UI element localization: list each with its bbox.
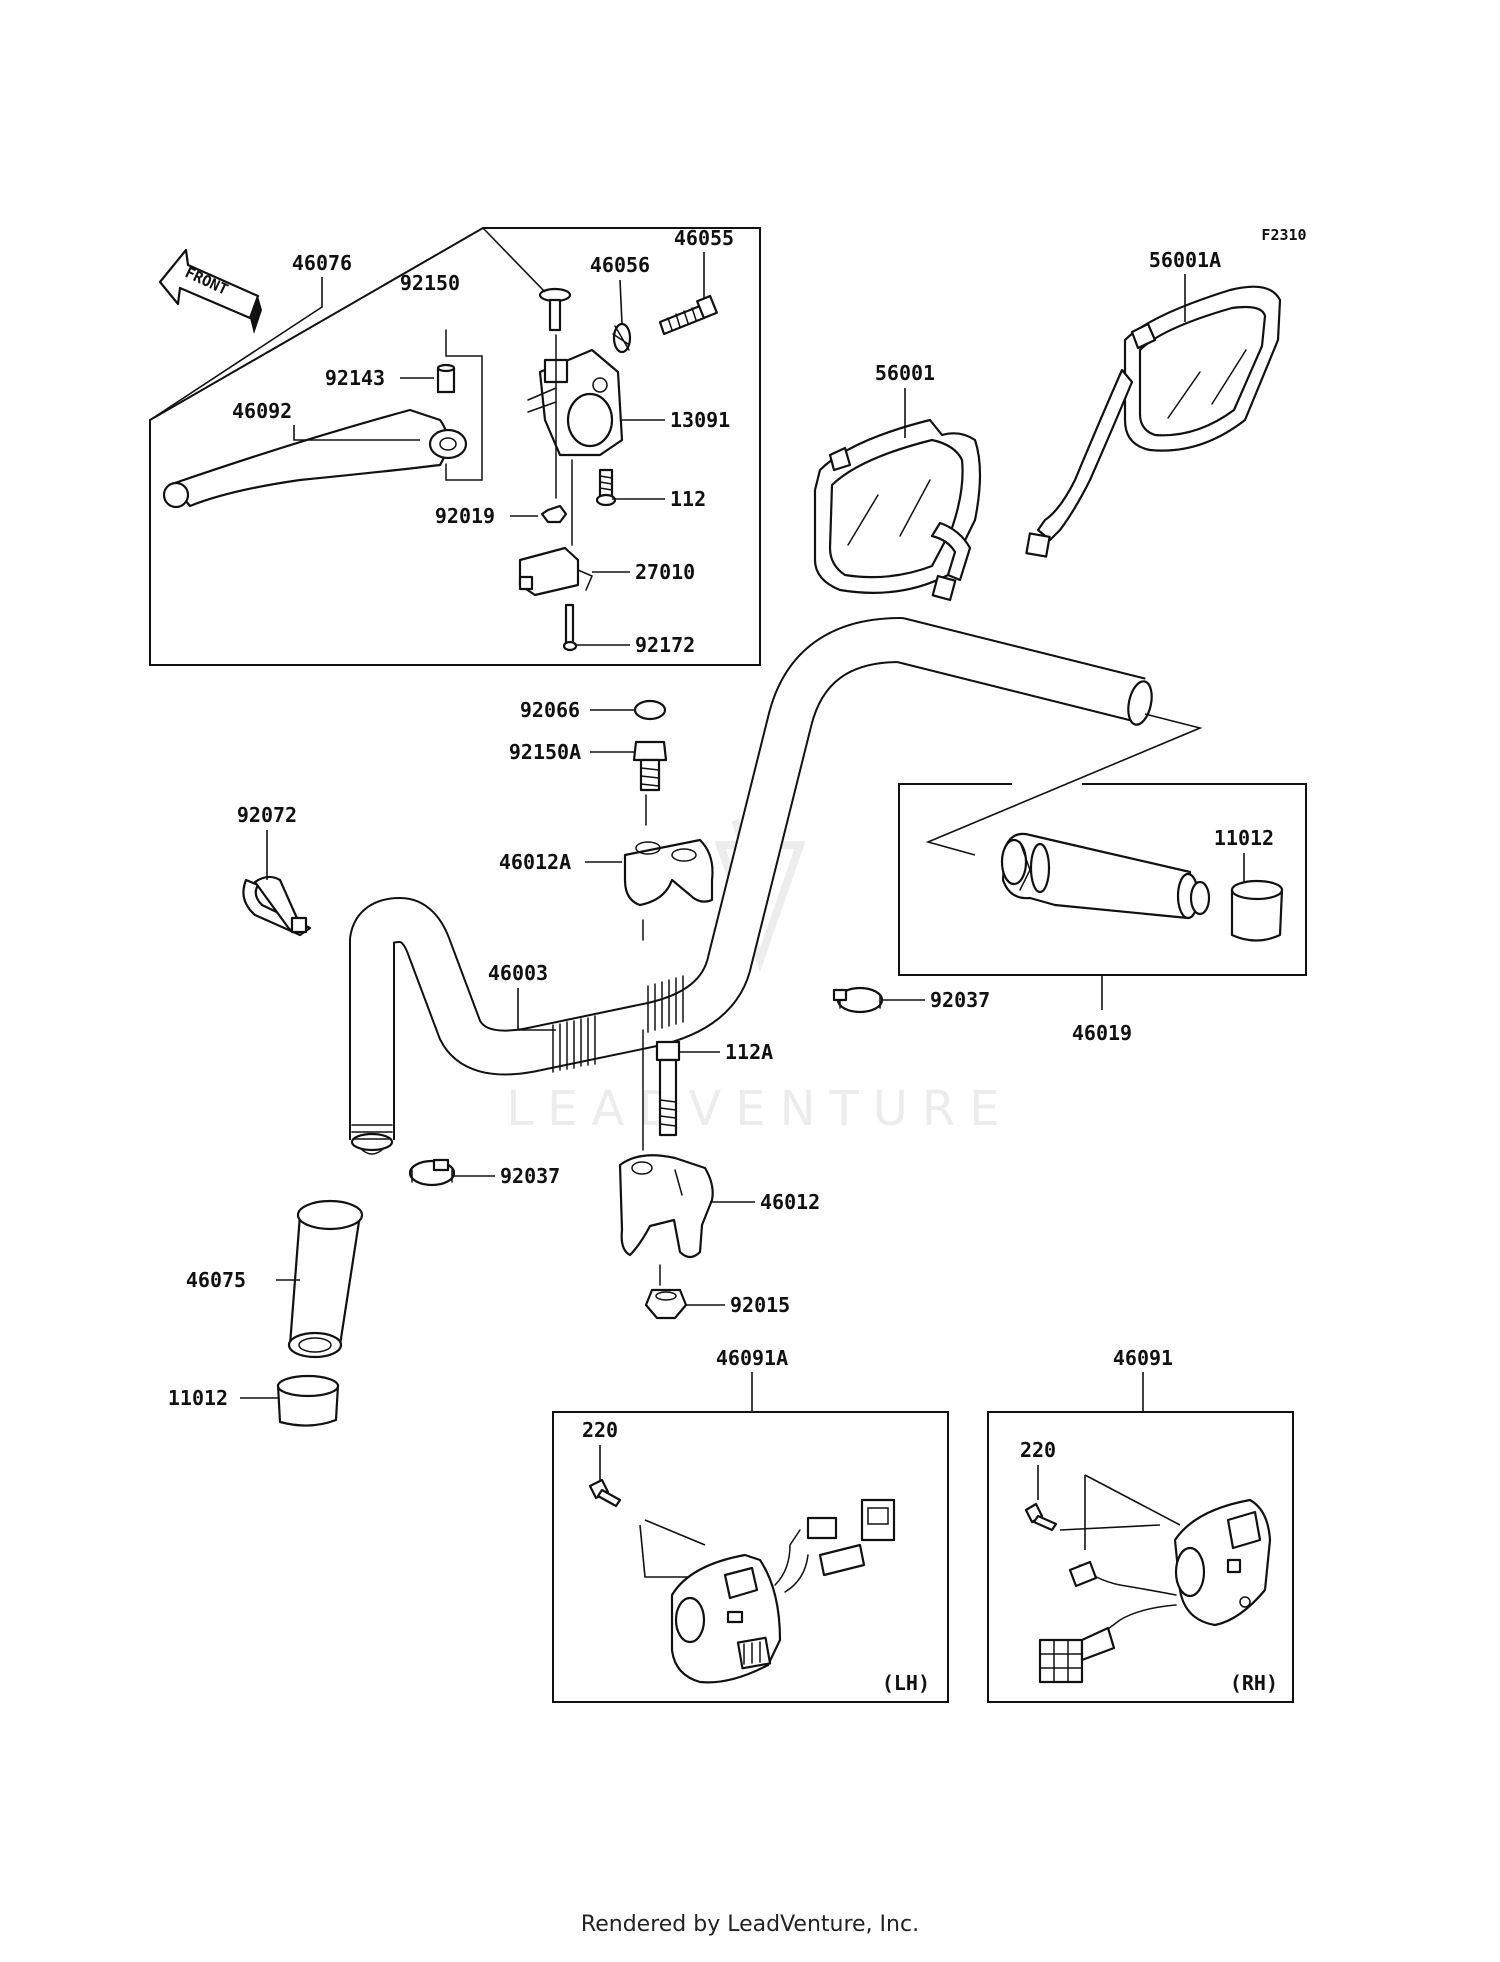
callout-56001A: 56001A	[1149, 248, 1221, 272]
callout-46012: 46012	[760, 1190, 820, 1214]
callout-220-right: 220	[1020, 1438, 1056, 1462]
rh-switch-housing	[1173, 1498, 1272, 1627]
callout-92037-right: 92037	[930, 988, 990, 1012]
upper-holder	[623, 838, 714, 907]
lower-holder	[618, 1154, 714, 1259]
lh-screw-guide	[639, 1524, 700, 1578]
callout-46092: 46092	[232, 399, 292, 423]
callout-112A: 112A	[725, 1040, 773, 1064]
grip-clamp-left	[408, 1158, 456, 1187]
rh-switch-screw	[1024, 1502, 1058, 1532]
collar	[436, 363, 456, 394]
callout-46056: 46056	[590, 253, 650, 277]
callout-220-left: 220	[582, 1418, 618, 1442]
lh-switch-harness	[774, 1498, 896, 1593]
cap-92066	[633, 699, 667, 721]
throttle-guide-line	[925, 713, 1203, 856]
callout-46091A: 46091A	[716, 1346, 788, 1370]
callout-46019: 46019	[1072, 1021, 1132, 1045]
rh-screw-guide	[1059, 1474, 1181, 1550]
rh-switch-box	[987, 1411, 1294, 1703]
clutch-switch	[518, 546, 593, 597]
callout-46012A: 46012A	[499, 850, 571, 874]
adjuster-nut	[612, 322, 632, 354]
left-grip	[287, 1199, 364, 1359]
footer-credit: Rendered by LeadVenture, Inc.	[580, 1912, 920, 1937]
clamp-bolt-92150A	[632, 740, 668, 792]
callout-46003: 46003	[488, 961, 548, 985]
front-arrow: FRONT	[158, 248, 262, 334]
lever-assembly-box	[149, 227, 761, 666]
box-gap	[1012, 776, 1082, 790]
right-end-cap	[1230, 879, 1284, 942]
grip-clamp-right	[832, 986, 884, 1014]
lh-switch-screw	[588, 1478, 622, 1508]
clamp-bolt	[595, 468, 617, 507]
callout-11012-left: 11012	[168, 1386, 228, 1410]
callout-92172: 92172	[635, 633, 695, 657]
callout-92150: 92150	[400, 271, 460, 295]
callout-92143: 92143	[325, 366, 385, 390]
watermark-text: LEADVENTURE	[506, 1081, 1013, 1137]
pivot-guide-lines	[555, 334, 573, 546]
callout-11012-right: 11012	[1214, 826, 1274, 850]
callout-46055: 46055	[674, 226, 734, 250]
lh-screw-guide-2	[644, 1519, 706, 1546]
leader-lines	[149, 227, 1245, 1500]
callout-92015: 92015	[730, 1293, 790, 1317]
lever-holder	[527, 348, 624, 457]
cable-band	[242, 875, 312, 937]
lever-guide-lines	[445, 329, 483, 481]
lh-switch-housing	[670, 1553, 782, 1684]
mirror-right	[1025, 285, 1282, 558]
callout-92072: 92072	[237, 803, 297, 827]
clutch-lever	[162, 408, 468, 509]
holder-nut-92015	[644, 1288, 688, 1320]
throttle-grip	[1000, 832, 1211, 920]
callout-92019: 92019	[435, 504, 495, 528]
callout-92037-left: 92037	[500, 1164, 560, 1188]
rh-side-label: (RH)	[1230, 1671, 1278, 1695]
switch-screw	[562, 603, 578, 652]
callout-46091: 46091	[1113, 1346, 1173, 1370]
figure-code: F2310	[1261, 226, 1306, 244]
rh-switch-harness	[1038, 1560, 1177, 1684]
clamp-guide-lines	[642, 794, 661, 1286]
mirror-left	[813, 418, 982, 602]
left-end-cap	[276, 1374, 340, 1427]
callout-112: 112	[670, 487, 706, 511]
adjuster-bolt	[658, 294, 718, 336]
callout-46075: 46075	[186, 1268, 246, 1292]
callout-92150A: 92150A	[509, 740, 581, 764]
callout-labels: 46076 46092 92150 46056 46055 92143 1309…	[168, 226, 1278, 1695]
callout-13091: 13091	[670, 408, 730, 432]
lh-switch-box	[552, 1411, 949, 1703]
callout-27010: 27010	[635, 560, 695, 584]
holder-bolt-112A	[655, 1040, 681, 1137]
pivot-nut	[540, 504, 568, 524]
lh-side-label: (LH)	[882, 1671, 930, 1695]
callout-92066: 92066	[520, 698, 580, 722]
pivot-bolt	[538, 287, 572, 332]
callout-56001: 56001	[875, 361, 935, 385]
callout-46076: 46076	[292, 251, 352, 275]
